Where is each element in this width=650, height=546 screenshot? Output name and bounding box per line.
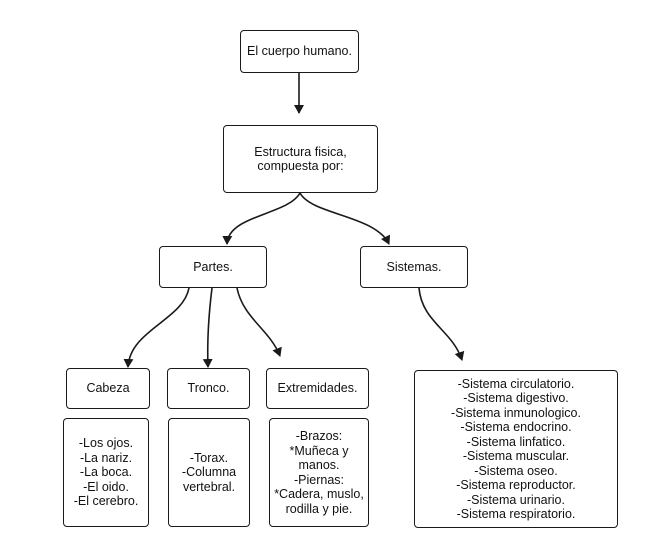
node-sistemas: Sistemas. [360,246,468,288]
edge-structure-to-parts [222,192,301,245]
edge-structure-to-systems [299,192,391,245]
node-cabeza: Cabeza [66,368,150,409]
node-partes: Partes. [159,246,267,288]
node-sistemas-list: -Sistema circulatorio. -Sistema digestiv… [414,370,618,528]
node-tronco: Tronco. [167,368,250,409]
edge-parts-to-limbs [236,287,282,357]
node-extremidades-list: -Brazos: *Muñeca y manos. -Piernas: *Cad… [269,418,369,527]
edge-systems-to-list [418,287,465,361]
node-tronco-list: -Torax. -Columna vertebral. [168,418,250,527]
node-estructura-fisica: Estructura fisica, compuesta por: [223,125,378,193]
node-el-cuerpo-humano: El cuerpo humano. [240,30,359,73]
edge-parts-to-head [123,287,190,368]
node-extremidades: Extremidades. [266,368,369,409]
edge-parts-to-trunk [202,287,213,368]
node-cabeza-list: -Los ojos. -La nariz. -La boca. -El oido… [63,418,149,527]
